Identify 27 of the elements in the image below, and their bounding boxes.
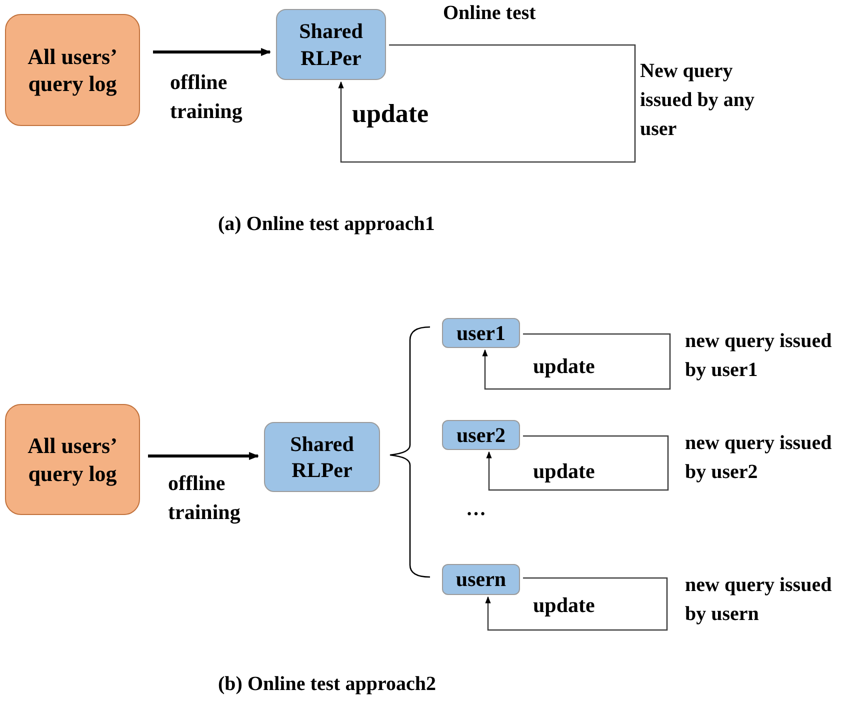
user-box: user1 — [442, 318, 520, 348]
query-note: new query issued by user2 — [685, 431, 833, 485]
edge-label: update — [352, 98, 429, 130]
caption: (b) Online test approach2 — [218, 672, 436, 696]
ellipsis: … — [466, 497, 486, 521]
user-box: user2 — [442, 420, 520, 450]
feedback-loop-arrow — [482, 333, 671, 390]
feedback-loop-arrow — [338, 44, 636, 163]
edge-label: update — [533, 592, 595, 619]
model-box: Shared RLPer — [276, 9, 386, 80]
heading-label: Online test — [443, 1, 536, 25]
feedback-loop-arrow — [485, 577, 668, 631]
model-box: Shared RLPer — [264, 422, 380, 492]
edge-label: update — [533, 353, 595, 380]
user-box: usern — [442, 564, 520, 595]
query-note: New query issued by any user — [640, 59, 756, 142]
caption: (a) Online test approach1 — [218, 212, 435, 236]
edge-label: update — [533, 458, 595, 485]
data-box: All users’ query log — [5, 14, 140, 126]
arrow — [148, 452, 259, 460]
feedback-loop-arrow — [486, 435, 669, 491]
edge-label: offline training — [170, 69, 244, 126]
edge-label: offline training — [168, 470, 242, 526]
data-box: All users’ query log — [5, 404, 140, 515]
query-note: new query issued by user1 — [685, 329, 833, 383]
query-note: new query issued by usern — [685, 573, 833, 627]
arrow — [153, 48, 271, 56]
